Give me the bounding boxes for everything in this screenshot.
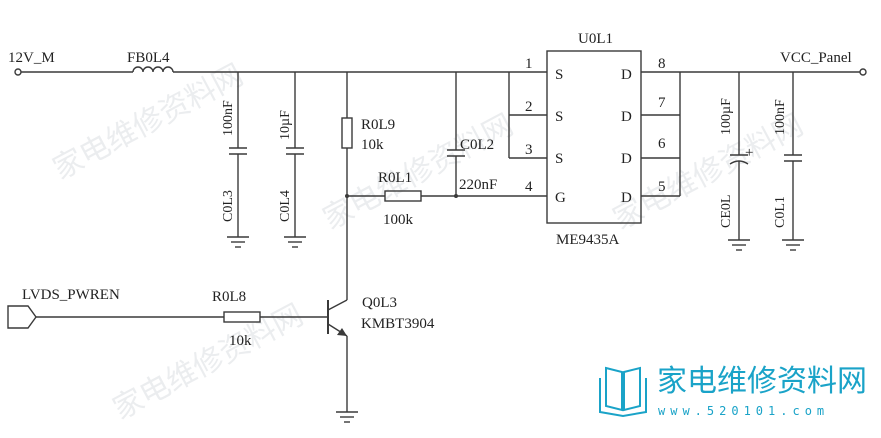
resistor-r0l1: R0L1 100k: [347, 170, 547, 228]
ground-icon: [227, 236, 249, 248]
source-tie: [508, 72, 547, 159]
junctions: [345, 194, 458, 198]
output-net-label: VCC_Panel: [780, 50, 852, 66]
q0l3-ref: Q0L3: [362, 295, 397, 311]
u0l1-ref: U0L1: [578, 31, 613, 47]
ground-icon: [336, 411, 358, 423]
c0l4-value: 10µF: [278, 110, 293, 140]
ground-icon: [782, 239, 804, 251]
pin-3-name: S: [555, 151, 563, 167]
c0l1-ref: C0L1: [773, 196, 788, 228]
pin-2-number: 2: [525, 99, 533, 115]
resistor-r0l9: R0L9 10k: [341, 72, 395, 300]
output-terminal: [859, 68, 867, 76]
u0l1-part: ME9435A: [556, 232, 620, 248]
c0l3-value: 100nF: [221, 100, 236, 136]
ground-icon: [728, 239, 750, 251]
r0l9-ref: R0L9: [361, 117, 395, 133]
q0l3-part: KMBT3904: [361, 316, 435, 332]
ferrite-bead-fb0l4: FB0L4: [127, 50, 547, 73]
resistor-r0l8: R0L8 10k: [212, 289, 328, 349]
pin-2-name: S: [555, 109, 563, 125]
ferrite-ref: FB0L4: [127, 50, 170, 66]
control-input: LVDS_PWREN: [7, 287, 224, 329]
capacitor-c0l1: 100nF C0L1: [773, 72, 804, 251]
r0l9-value: 10k: [361, 137, 384, 153]
ce0l-value: 100µF: [719, 98, 734, 135]
emitter-arrow-icon: [337, 328, 347, 336]
pin-5-name: D: [621, 190, 632, 206]
ce0l-polarity: +: [745, 145, 753, 161]
capacitor-c0l4: 10µF C0L4: [278, 72, 306, 248]
pin-7-name: D: [621, 109, 632, 125]
capacitor-ce0l: + 100µF CE0L: [719, 72, 753, 251]
pin-7-number: 7: [658, 95, 666, 111]
input-net-label: 12V_M: [8, 50, 55, 66]
r0l8-ref: R0L8: [212, 289, 246, 305]
book-logo-icon: [599, 366, 647, 418]
logo-url: www.520101.com: [658, 404, 829, 418]
pin-1-name: S: [555, 67, 563, 83]
input-terminal: [14, 68, 22, 76]
c0l4-ref: C0L4: [278, 190, 293, 222]
c0l2-ref: C0L2: [460, 137, 494, 153]
r0l8-value: 10k: [229, 333, 252, 349]
r0l1-ref: R0L1: [378, 170, 412, 186]
transistor-q0l3: Q0L3 KMBT3904: [327, 295, 435, 423]
pin-8-number: 8: [658, 56, 666, 72]
capacitor-c0l3: 100nF C0L3: [221, 72, 249, 248]
port-icon: [7, 305, 37, 329]
pin-5-number: 5: [658, 179, 666, 195]
ce0l-ref: CE0L: [719, 195, 734, 228]
r0l1-value: 100k: [383, 212, 414, 228]
logo-text: 家电维修资料网: [657, 364, 867, 399]
mosfet-u0l1: U0L1 ME9435A 1 2 3 4 S S S G D D D D 8 7…: [525, 31, 681, 248]
capacitor-c0l2: C0L2 220nF: [447, 72, 497, 196]
output-net: VCC_Panel: [641, 50, 867, 76]
site-logo: 家电维修资料网 www.520101.com: [599, 364, 867, 418]
pin-3-number: 3: [525, 142, 533, 158]
pin-6-name: D: [621, 151, 632, 167]
input-net: 12V_M: [8, 50, 133, 76]
pin-1-number: 1: [525, 56, 533, 72]
watermark-text-1: 家电维修资料网: [47, 58, 249, 187]
control-net-label: LVDS_PWREN: [22, 287, 120, 303]
c0l1-value: 100nF: [773, 99, 788, 135]
pin-4-number: 4: [525, 179, 533, 195]
c0l2-value: 220nF: [459, 177, 497, 193]
pin-6-number: 6: [658, 136, 666, 152]
pin-4-name: G: [555, 190, 566, 206]
pin-8-name: D: [621, 67, 632, 83]
c0l3-ref: C0L3: [221, 190, 236, 222]
ground-icon: [284, 236, 306, 248]
